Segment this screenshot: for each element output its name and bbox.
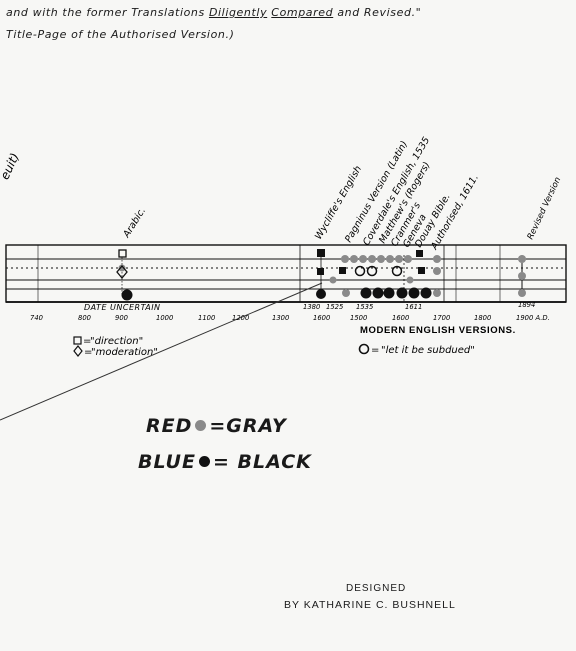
black-square bbox=[317, 249, 325, 257]
gray-dot bbox=[518, 289, 526, 297]
gray-dot bbox=[359, 255, 367, 263]
black-square bbox=[418, 267, 425, 274]
gray-dot bbox=[350, 255, 358, 263]
black-dot bbox=[360, 287, 372, 299]
legend-red-equals: =GRAY bbox=[209, 415, 287, 437]
legend-black-dot-icon bbox=[198, 455, 210, 467]
gray-dot bbox=[433, 267, 441, 275]
gray-dot bbox=[404, 255, 412, 263]
key-diamond-icon bbox=[73, 345, 83, 357]
tick-label: 740 bbox=[30, 314, 43, 322]
legend-red-word: RED bbox=[146, 415, 193, 437]
tick-label: 1200 bbox=[232, 314, 249, 322]
gray-dot bbox=[433, 255, 441, 263]
gray-dot bbox=[386, 255, 394, 263]
credit-author: BY KATHARINE C. BUSHNELL bbox=[284, 599, 456, 611]
open-circle bbox=[354, 265, 366, 277]
black-dot bbox=[408, 287, 420, 299]
tick-label: 900 bbox=[115, 314, 128, 322]
tick-label: 1600 bbox=[313, 314, 330, 322]
key-square-label: "direction" bbox=[90, 336, 143, 347]
legend-blue-row: BLUE = BLACK bbox=[138, 451, 312, 473]
gray-dot bbox=[368, 255, 376, 263]
credit-designed: DESIGNED bbox=[346, 583, 407, 594]
black-dot bbox=[121, 289, 133, 301]
black-dot bbox=[396, 287, 408, 299]
tick-label: 1611 bbox=[405, 303, 422, 311]
gray-dot bbox=[377, 255, 385, 263]
black-square bbox=[317, 268, 324, 275]
tick-label: 1000 bbox=[156, 314, 173, 322]
gray-dot bbox=[118, 264, 126, 272]
tick-label: 1525 bbox=[326, 303, 343, 311]
square-marker bbox=[118, 249, 127, 258]
modern-english-versions-title: MODERN ENGLISH VERSIONS. bbox=[360, 325, 516, 336]
tick-label: 1380 bbox=[303, 303, 320, 311]
caption-text: and with the former Translations bbox=[6, 6, 209, 19]
tick-label: 1500 bbox=[350, 314, 367, 322]
tick-label: 1600 bbox=[392, 314, 409, 322]
tick-labels: 740 800 900 1000 1100 1200 1300 1380 152… bbox=[30, 301, 550, 322]
key-circle-label: "let it be subdued" bbox=[381, 345, 475, 356]
timeline-frame bbox=[5, 244, 567, 303]
key-square-icon bbox=[73, 336, 82, 345]
revised-version-text: Revised Version bbox=[526, 176, 564, 242]
open-circle bbox=[366, 265, 378, 277]
open-circle bbox=[391, 265, 403, 277]
revised-version-label: Revised Version bbox=[526, 176, 564, 242]
legend-red-row: RED =GRAY bbox=[146, 415, 287, 437]
key-diamond-eq: = bbox=[84, 347, 92, 358]
gray-dot bbox=[518, 272, 526, 280]
black-dot bbox=[372, 287, 384, 299]
black-square bbox=[339, 267, 346, 274]
tick-label-1894: 1894 bbox=[518, 301, 535, 309]
date-uncertain-label: DATE UNCERTAIN bbox=[84, 303, 161, 312]
black-dot bbox=[342, 289, 350, 297]
black-dots-bottom-row bbox=[342, 287, 441, 299]
tick-label: 1800 bbox=[474, 314, 491, 322]
caption-text-end: and Revised." bbox=[333, 6, 422, 19]
gray-dot bbox=[518, 255, 526, 263]
version-labels: Arabic. Wycliffe's English Pagninus Vers… bbox=[121, 135, 481, 252]
left-fragment-text: euit) bbox=[0, 151, 22, 182]
legend-gray-dot-icon bbox=[195, 419, 207, 431]
key-square-eq: = bbox=[83, 336, 91, 347]
tick-label: 1535 bbox=[356, 303, 373, 311]
tick-label: 1300 bbox=[272, 314, 289, 322]
key-circle-eq: = bbox=[371, 345, 379, 356]
key-diamond-label: "moderation" bbox=[91, 347, 158, 358]
black-square bbox=[416, 250, 423, 257]
black-dot bbox=[383, 287, 395, 299]
caption-underlined-compared: Compared bbox=[271, 6, 334, 19]
gray-dot bbox=[406, 276, 414, 284]
gray-dot bbox=[329, 276, 337, 284]
diamond-marker bbox=[116, 264, 128, 280]
caption-underlined-diligently: Diligently bbox=[208, 6, 268, 19]
legend-blue-equals: = BLACK bbox=[212, 451, 312, 473]
black-dot bbox=[420, 287, 432, 299]
gray-dot bbox=[433, 289, 441, 297]
tick-label: 1100 bbox=[198, 314, 215, 322]
diagonal-pointer-line bbox=[0, 282, 323, 421]
tick-label: 800 bbox=[78, 314, 91, 322]
gray-dot bbox=[395, 255, 403, 263]
version-label-arabic: Arabic. bbox=[121, 206, 148, 241]
gray-dot bbox=[341, 255, 349, 263]
caption-line-2: Title-Page of the Authorised Version.) bbox=[6, 28, 235, 41]
tick-label: 1900 A.D. bbox=[516, 314, 550, 322]
legend-blue-word: BLUE bbox=[138, 451, 196, 473]
gray-dots-top-row bbox=[341, 255, 441, 263]
caption-line-1: and with the former Translations Diligen… bbox=[6, 6, 421, 19]
key-circle-icon bbox=[358, 343, 370, 355]
tick-label: 1700 bbox=[433, 314, 450, 322]
